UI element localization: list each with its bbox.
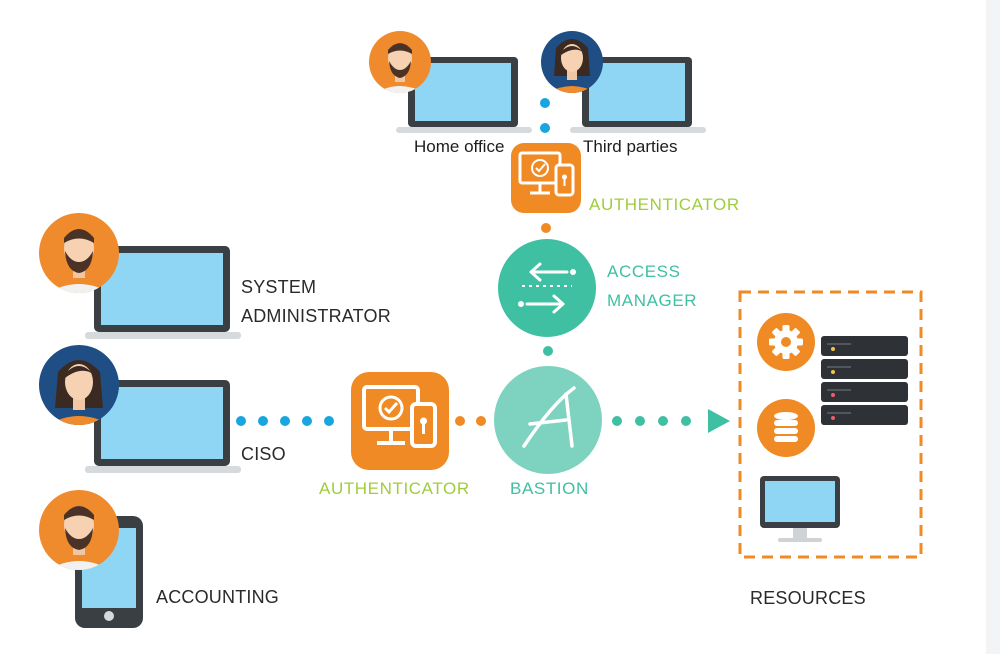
database-icon	[757, 399, 815, 457]
third-parties-laptop	[570, 57, 706, 133]
auth-to-bastion-dots	[455, 416, 486, 426]
remote-connection-dots	[540, 98, 550, 133]
system-admin-laptop	[85, 246, 241, 339]
manager-to-bastion-dot	[543, 346, 553, 356]
bastion-icon	[494, 366, 602, 474]
gear-icon	[757, 313, 815, 371]
bastion-label: BASTION	[510, 479, 589, 498]
authenticator-mid-label: AUTHENTICATOR	[319, 479, 470, 498]
server-rack-icon	[821, 336, 908, 425]
access-manager-label-line2: MANAGER	[607, 291, 698, 310]
system-admin-label-line1: SYSTEM	[241, 277, 317, 297]
home-office-laptop	[396, 57, 532, 133]
auth-to-manager-dot	[541, 223, 551, 233]
bastion-to-resources-connector	[612, 409, 730, 433]
page-edge-strip	[986, 0, 1000, 654]
resource-monitor-icon	[760, 476, 840, 542]
third-parties-label: Third parties	[583, 137, 678, 156]
accounting-label: ACCOUNTING	[156, 587, 279, 607]
home-office-label: Home office	[414, 137, 505, 156]
resources-box	[738, 290, 923, 559]
access-manager-label-line1: ACCESS	[607, 262, 681, 281]
ciso-label: CISO	[241, 444, 286, 464]
authenticator-top-label: AUTHENTICATOR	[589, 195, 740, 214]
authenticator-mid-icon	[351, 372, 449, 470]
users-connection-dots	[236, 416, 334, 426]
access-manager-icon	[498, 239, 596, 337]
system-admin-label-line2: ADMINISTRATOR	[241, 306, 391, 326]
authenticator-top-icon	[511, 143, 581, 213]
resources-label: RESOURCES	[750, 588, 866, 608]
ciso-avatar-icon	[39, 345, 119, 425]
ciso-laptop	[85, 380, 241, 473]
